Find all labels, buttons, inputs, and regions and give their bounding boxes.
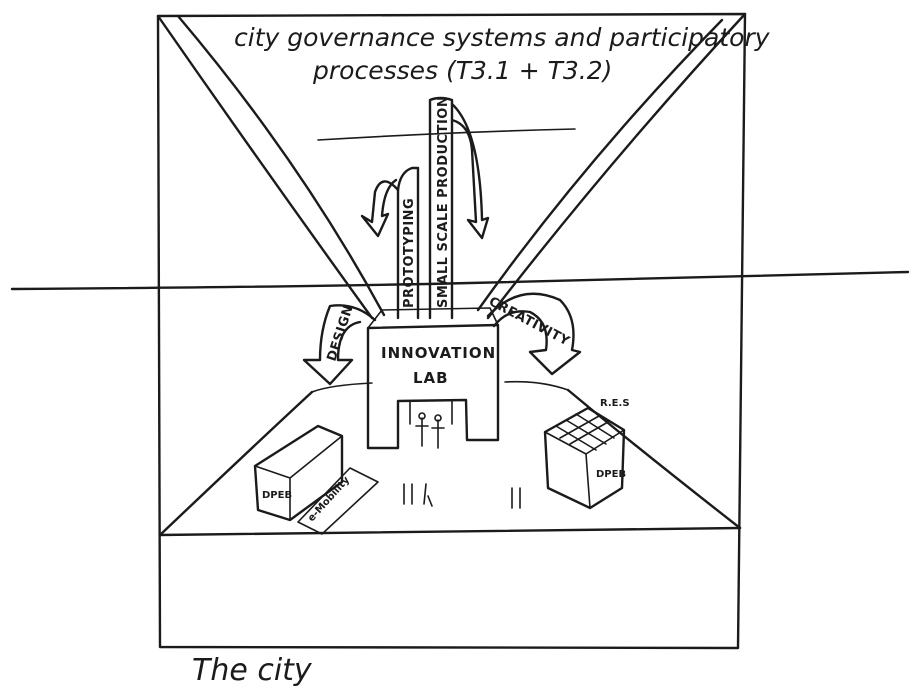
ground-line [160, 528, 740, 535]
small-scale-production-label: SMALL SCALE PRODUCTION [436, 96, 451, 308]
dpeb-left-label: DPEB [262, 490, 292, 501]
dpeb-building-right [545, 408, 624, 508]
title-line-2: processes (T3.1 + T3.2) [312, 56, 612, 85]
res-label: R.E.S [600, 398, 630, 409]
design-label: DESIGN [325, 303, 357, 363]
horizon-line [12, 272, 908, 289]
title-line-1: city governance systems and participator… [234, 23, 771, 52]
innovation-lab-subtitle: LAB [413, 369, 449, 387]
emobility-label: e-Mobility [306, 474, 352, 524]
emobility-pad [298, 468, 378, 534]
the-city-label: The city [192, 653, 313, 686]
people-figures [404, 413, 520, 508]
dpeb-right-label: DPEB [596, 469, 626, 480]
prototyping-label: PROTOTYPING [402, 198, 417, 308]
innovation-lab-title: INNOVATION [381, 344, 496, 362]
